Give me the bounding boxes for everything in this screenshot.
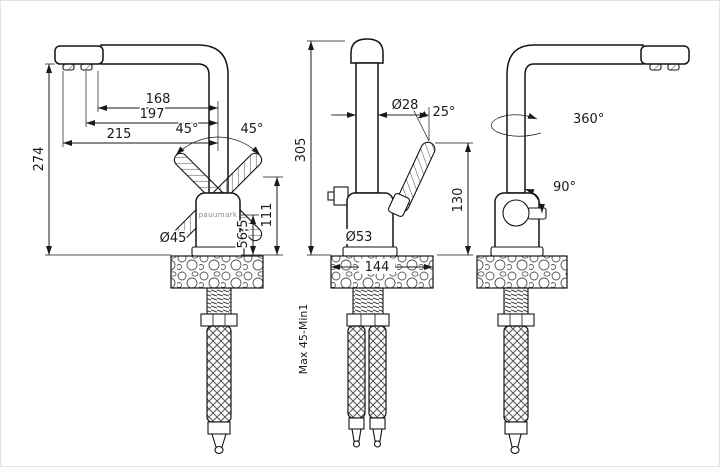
- hose-connector-tip: [373, 440, 382, 448]
- spray-outlet: [649, 63, 662, 71]
- dia-28-label: Ø28: [392, 98, 419, 113]
- hose-connector-cone: [351, 428, 362, 442]
- mounting-range-label: Max 45-Min1: [297, 304, 310, 375]
- spout-outline: [100, 44, 229, 194]
- label-bg: [359, 259, 395, 274]
- dim-215-label: 215: [107, 127, 132, 142]
- side-valve: [333, 186, 349, 206]
- faucet-body: [195, 192, 241, 256]
- angle-360-label: 360°: [573, 112, 604, 127]
- braided-hose-right: [368, 325, 387, 419]
- side-valve-stem: [327, 191, 335, 201]
- hose-nut: [369, 417, 386, 430]
- dia-45-label: Ø45: [160, 231, 187, 246]
- hose-nut: [504, 421, 528, 435]
- dim-144-label: 144: [365, 260, 390, 275]
- hose-connector-tip: [352, 440, 361, 448]
- dim-56-5-label: 56,5: [236, 220, 251, 249]
- hose-connector-cone: [372, 428, 383, 442]
- angle-45-left-label: 45°: [175, 122, 198, 137]
- hose-connector-cone: [211, 433, 227, 448]
- dim-305-label: 305: [294, 138, 309, 163]
- braided-hose: [503, 325, 529, 423]
- knob-stub: [527, 207, 547, 220]
- mounting-nut: [346, 313, 390, 327]
- braided-hose-left: [347, 325, 366, 419]
- faucet-body: [346, 192, 394, 256]
- threaded-shank: [503, 287, 529, 315]
- riser-pipe: [355, 62, 379, 194]
- brand-logo: pauumark: [199, 211, 238, 219]
- dim-197-label: 197: [140, 107, 165, 122]
- side-view-left: pauumark 168 197 215 274 56,5 111 Ø45 45…: [31, 44, 283, 455]
- mounting-nut: [200, 313, 238, 327]
- hose-nut: [348, 417, 365, 430]
- spray-outlet: [667, 63, 680, 71]
- braided-hose: [206, 325, 232, 423]
- angle-25-label: 25°: [432, 105, 455, 120]
- angle-25-reference-lines: [412, 107, 430, 142]
- mounting-nut: [497, 313, 535, 327]
- base-plate: [490, 246, 544, 257]
- angle-arc-right-icon: [217, 136, 261, 156]
- front-view: 305 Ø28 25° 130 Ø53 144 Max 45-Min1: [293, 38, 473, 448]
- hose-connector-cone: [508, 433, 522, 448]
- lever-pivot: [387, 192, 411, 218]
- dim-274-label: 274: [32, 147, 47, 172]
- spray-head: [54, 45, 104, 65]
- extension-line: [307, 40, 473, 256]
- label-bg: [339, 229, 379, 244]
- dim-130-label: 130: [451, 188, 466, 213]
- angle-25-arc-icon: [417, 111, 430, 119]
- threaded-shank: [352, 287, 384, 315]
- hose-connector-tip: [510, 445, 520, 455]
- threaded-shank: [206, 287, 232, 315]
- angle-45-right-label: 45°: [240, 122, 263, 137]
- dia-53-label: Ø53: [346, 230, 373, 245]
- dim-111-label: 111: [260, 203, 275, 228]
- spout-cap: [350, 38, 384, 64]
- filter-knob: [502, 199, 530, 227]
- hose-connector-tip: [214, 445, 224, 455]
- countertop-section: [476, 255, 568, 289]
- angle-arc-left-icon: [175, 136, 219, 156]
- rotation-arrow-icon: [490, 112, 542, 137]
- spray-outlet: [80, 63, 93, 71]
- hose-nut: [207, 421, 231, 435]
- angle-90-arc-icon: [524, 188, 545, 214]
- side-view-right: 360° 90°: [476, 44, 690, 455]
- dim-168-label: 168: [146, 92, 171, 107]
- spray-head: [640, 45, 690, 65]
- angle-90-label: 90°: [553, 180, 576, 195]
- base-plate: [342, 246, 398, 257]
- spray-outlet: [62, 63, 75, 71]
- countertop-section: [170, 255, 264, 289]
